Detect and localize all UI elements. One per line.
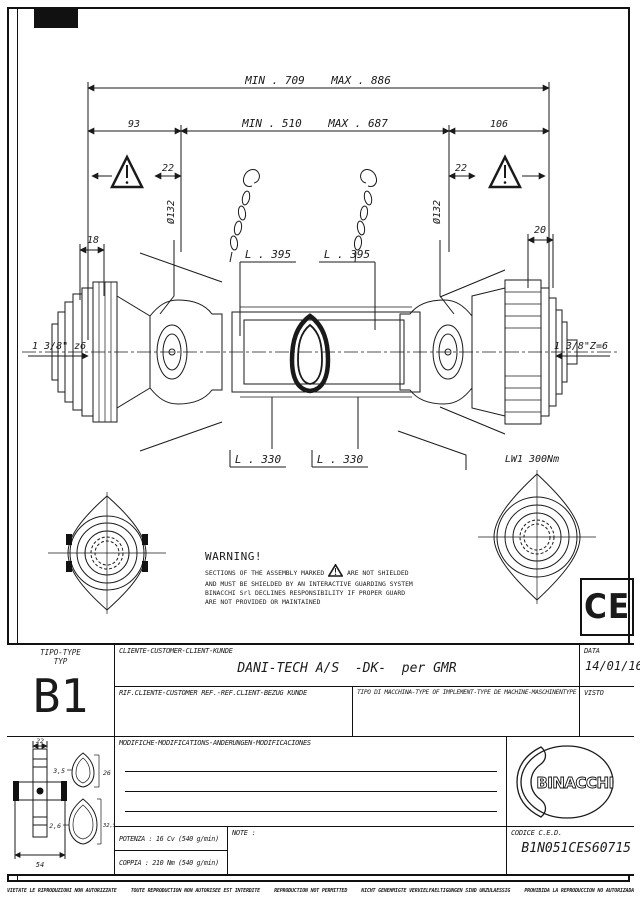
len-330-right: L . 330 (317, 453, 364, 466)
spline-label-right: 1 3/8"Z=6 (554, 341, 608, 352)
codice-cell: CODICE C.E.D. B1N051CES60715 (507, 827, 634, 874)
warning-triangle-icon-left (109, 154, 145, 189)
codice-value: B1N051CES60715 (521, 841, 631, 856)
footer-legal-row: VIETATE LE RIPRODUZIONI NON AUTORIZZATE … (7, 888, 634, 894)
modification-line-3 (125, 811, 497, 812)
torque-note: LW1 300Nm (505, 454, 559, 465)
lemon1-dim-right: 26 (103, 769, 111, 777)
spline-label-left: 1 3/8" z6 (32, 341, 86, 352)
footer-text-fr: TOUTE REPRODUCTION NON AUTORISEE EST INT… (130, 888, 260, 894)
warning-line-3: BINACCHI Srl DECLINES RESPONSIBILITY IF … (205, 589, 406, 597)
dim-106: 106 (490, 119, 508, 130)
right-guard-collar (471, 279, 578, 425)
cliente-cell: CLIENTE-CUSTOMER-CLIENT-KUNDE DANI-TECH … (115, 643, 580, 687)
tipo-macchina-cell: TIPO DI MACCHINA-TYPE OF IMPLEMENT-TYPE … (353, 687, 580, 737)
binacchi-logo: BINACCHI (516, 745, 615, 819)
modification-line-1 (125, 771, 497, 772)
tipo-type-cell: TIPO-TYPE TYP B1 (7, 643, 115, 737)
tipo-label: TIPO-TYPE (40, 648, 81, 657)
chain-left (229, 169, 260, 263)
table-bottom-double-line (7, 874, 634, 876)
dim-inner: MIN . 510 MAX . 687 (241, 117, 388, 130)
brand-wordmark: BINACCHI (536, 774, 613, 792)
cross-section-view-right (478, 470, 596, 604)
brand-logo-cell: BINACCHI (507, 737, 634, 827)
sheet-frame (7, 7, 630, 882)
warning-line-4: ARE NOT PROVIDED OR MAINTAINED (205, 598, 321, 606)
cross-journal-drawing: 22 54 3,5 26 2,6 32,5 (13, 737, 116, 869)
footer-text-it: VIETATE LE RIPRODUZIONI NON AUTORIZZATE (7, 888, 117, 894)
warning-title: WARNING! (205, 550, 262, 563)
coppia-row: COPPIA : 210 Nm (540 g/min) (119, 858, 219, 867)
lemon2-dim-right: 32,5 (102, 823, 115, 829)
dim-20: 20 (534, 225, 546, 236)
tube-lemon-profile (289, 313, 331, 394)
dim-93: 93 (128, 119, 140, 130)
left-guard-collar (51, 281, 151, 423)
modifiche-label: MODIFICHE-MODIFICATIONS-ANDERUNGEN-MODIF… (119, 739, 311, 747)
warning-line-2: AND MUST BE SHIELDED BY AN INTERACTIVE G… (205, 580, 413, 588)
lemon1-dim-left: 3,5 (52, 767, 65, 775)
tipo-macchina-label: TIPO DI MACCHINA-TYPE OF IMPLEMENT-TYPE … (357, 689, 577, 696)
footer-text-es: PROHIBIDA LA REPRODUCCION NO AUTORIZADA (524, 888, 634, 894)
right-yoke (399, 299, 473, 405)
type-value: B1 (32, 669, 89, 723)
left-yoke (149, 299, 223, 405)
modifiche-cell: MODIFICHE-MODIFICATIONS-ANDERUNGEN-MODIF… (115, 737, 507, 827)
dimension-lines (28, 82, 610, 468)
dim-18: 18 (87, 235, 99, 246)
pto-shaft-drawing: MIN . 709 MAX . 886 93 MIN . 510 MAX . 6… (22, 74, 618, 614)
binding-margin-line (17, 7, 18, 882)
data-value: 14/01/16 (585, 659, 640, 673)
cross-dim-width: 22 (36, 737, 44, 745)
typ-label: TYP (53, 657, 68, 666)
potenza-coppia-cell: POTENZA : 16 Cv (540 g/min) COPPIA : 210… (115, 827, 228, 874)
footer-text-en: REPRODUCTION NOT PERMITTED (274, 888, 348, 894)
rif-cliente-label: RIF.CLIENTE-CUSTOMER REF.-REF.CLIENT-BEZ… (119, 689, 307, 697)
len-330-left: L . 330 (235, 453, 282, 466)
visto-label: VISTO (584, 689, 604, 697)
cross-section-view-left (48, 492, 166, 614)
cross-dim-length: 54 (36, 861, 44, 869)
codice-label: CODICE C.E.D. (511, 829, 562, 837)
cross-journal-detail-cell: 22 54 3,5 26 2,6 32,5 (7, 737, 116, 874)
note-label: NOTE : (232, 829, 256, 837)
guard-skirts (139, 252, 506, 470)
len-395-right: L . 395 (324, 248, 370, 261)
ce-mark: CE (583, 587, 631, 627)
lemon2-dim-left: 2,6 (49, 822, 61, 830)
data-label: DATA (584, 647, 600, 655)
warning-triangle-icon-inline (327, 563, 344, 580)
note-cell: NOTE : (228, 827, 507, 874)
cliente-value: DANI-TECH A/S -DK- per GMR (237, 661, 457, 676)
footer-text-de: NICHT GENEHMIGTE VERVIELFAELTIGUNGEN SIN… (361, 888, 511, 894)
ce-mark-box: CE (580, 578, 634, 636)
warning-triangle-icon-right (487, 154, 523, 189)
warning-note: WARNING! SECTIONS OF THE ASSEMBLY MARKED… (205, 550, 427, 607)
warning-line-1: SECTIONS OF THE ASSEMBLY MARKED ARE NOT … (205, 563, 427, 580)
dia-132-right: Ø132 (431, 200, 443, 224)
rif-cliente-cell: RIF.CLIENTE-CUSTOMER REF.-REF.CLIENT-BEZ… (115, 687, 353, 737)
dim-22-right: 22 (455, 163, 467, 174)
dim-overall: MIN . 709 MAX . 886 (244, 74, 391, 87)
modification-line-2 (125, 791, 497, 792)
len-395-left: L . 395 (245, 248, 291, 261)
dia-132-left: Ø132 (165, 200, 177, 224)
corner-mark (34, 9, 78, 28)
potenza-row: POTENZA : 16 Cv (540 g/min) (115, 827, 227, 851)
data-cell: DATA 14/01/16 (580, 643, 640, 687)
chain-right (353, 169, 377, 263)
visto-cell: VISTO (580, 687, 634, 737)
cliente-label: CLIENTE-CUSTOMER-CLIENT-KUNDE (119, 647, 233, 655)
dim-22-left: 22 (162, 163, 174, 174)
